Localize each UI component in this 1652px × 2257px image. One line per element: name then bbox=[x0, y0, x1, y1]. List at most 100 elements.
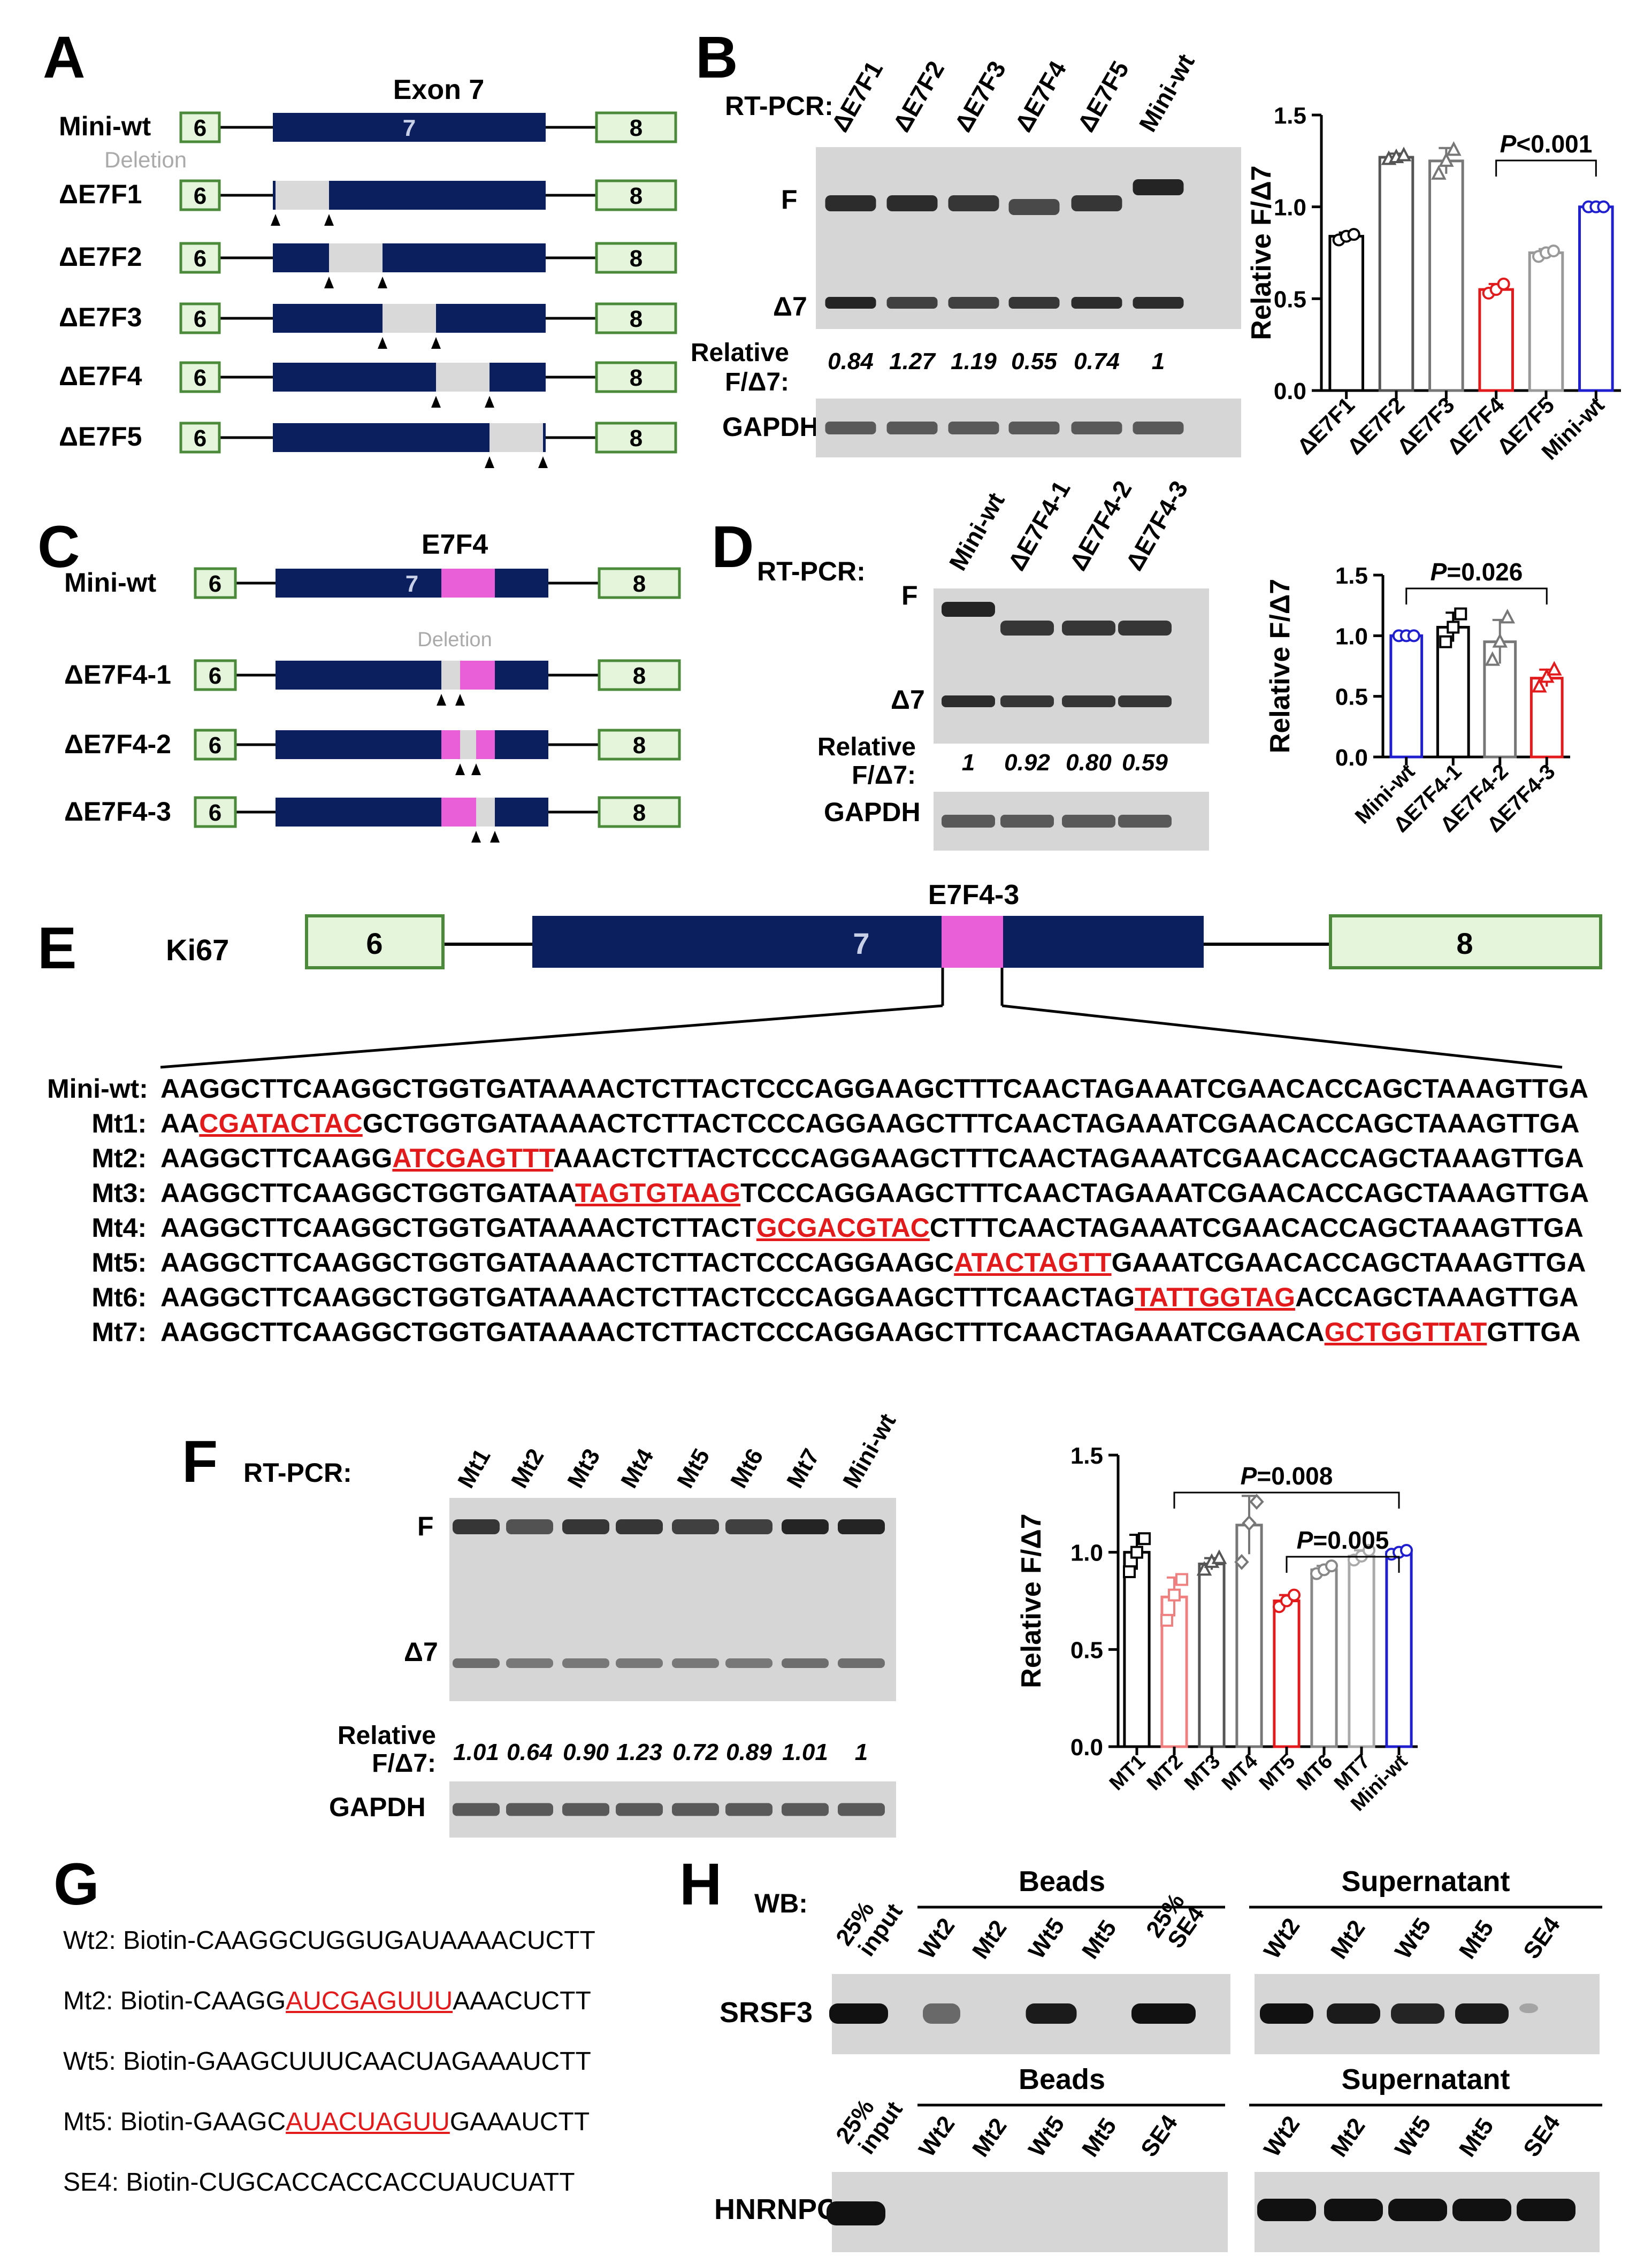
blot-lane-label: Wt2 bbox=[914, 1914, 960, 1964]
deletion-label: Deletion bbox=[104, 147, 187, 172]
bar bbox=[1378, 156, 1414, 392]
deletion-region bbox=[436, 363, 490, 392]
exon7-number: 7 bbox=[403, 115, 416, 141]
band-gapdh bbox=[1008, 422, 1060, 434]
p-symbol: P bbox=[1241, 1462, 1257, 1490]
deletion-marker-icon bbox=[485, 456, 494, 468]
data-point bbox=[1123, 1565, 1136, 1578]
data-point bbox=[1539, 668, 1555, 683]
band-skip bbox=[1000, 695, 1054, 707]
exon8-number: 8 bbox=[633, 571, 646, 597]
panel-e-ki67-diagram: Ki67 E7F4-3 6 7 8 bbox=[160, 879, 1602, 1069]
exon7-box bbox=[276, 798, 548, 827]
sequence-text: AAGGCTTCAAGGATCGAGTTTAAACTCTTACTCCCAGGAA… bbox=[154, 1142, 1584, 1174]
deletion-marker-icon bbox=[431, 337, 441, 349]
p-value-label: P<0.001 bbox=[1500, 130, 1593, 158]
band-skip bbox=[948, 297, 999, 309]
blot-lane-label: Wt5 bbox=[1023, 1914, 1069, 1964]
blot-lane-label: Wt5 bbox=[1390, 2111, 1436, 2162]
band-full bbox=[1118, 621, 1172, 636]
deletion-marker-icon bbox=[431, 396, 441, 408]
zoom-line-left bbox=[160, 1004, 943, 1069]
panel-label-h: H bbox=[679, 1851, 722, 1917]
bar bbox=[1328, 235, 1364, 392]
data-point bbox=[1492, 633, 1508, 648]
exon6-number: 6 bbox=[194, 115, 206, 141]
deletion-marker-icon bbox=[485, 396, 494, 408]
band-skip bbox=[725, 1658, 773, 1668]
probe-sequence: SE4: Biotin-CUGCACCACCACCUAUCUATT bbox=[63, 2168, 575, 2197]
probe-text: SE4: Biotin-CUGCACCACCACCUAUCUATT bbox=[63, 2168, 575, 2197]
sequence-row: Mt2: AAGGCTTCAAGGATCGAGTTTAAACTCTTACTCCC… bbox=[47, 1142, 1584, 1174]
band-skip bbox=[942, 695, 995, 707]
sequence-unchanged: AAGGCTTCAAGGCTGGTGATAA bbox=[154, 1178, 575, 1208]
exon6-number: 6 bbox=[194, 246, 206, 272]
srsf3-band bbox=[1260, 2003, 1313, 2024]
wb-label: WB: bbox=[754, 1888, 808, 1918]
sequence-unchanged: AAGGCTTCAAGG bbox=[154, 1143, 393, 1173]
deletion-region bbox=[329, 243, 383, 272]
exon8-number: 8 bbox=[630, 183, 643, 209]
band-d7-label-f: Δ7 bbox=[404, 1637, 438, 1667]
gapdh-label-d: GAPDH bbox=[824, 797, 921, 827]
deletion-marker-icon bbox=[471, 763, 481, 775]
y-tick-label: 0.5 bbox=[1335, 684, 1368, 710]
band-skip bbox=[1008, 297, 1060, 309]
significance-bracket bbox=[1286, 1556, 1400, 1573]
ratio-value: 1.23 bbox=[616, 1739, 662, 1765]
probe-text: Mt5: Biotin-GAAGC bbox=[63, 2108, 286, 2136]
y-axis-label: Relative F/Δ7 bbox=[1016, 1513, 1047, 1688]
sequence-row: Mt4: AAGGCTTCAAGGCTGGTGATAAAACTCTTACTGCG… bbox=[47, 1212, 1584, 1244]
sequence-unchanged: AAGGCTTCAAGGCTGGTGATAAAACTCTTACTCCCAGGAA… bbox=[154, 1317, 1325, 1347]
data-point bbox=[1160, 1613, 1173, 1627]
bar bbox=[1389, 634, 1424, 759]
band-full bbox=[1008, 199, 1060, 215]
data-point bbox=[1130, 1546, 1143, 1559]
band-full bbox=[825, 195, 876, 211]
band-gapdh bbox=[838, 1803, 885, 1816]
band-gapdh bbox=[942, 815, 995, 828]
exon6-box bbox=[194, 567, 237, 599]
x-tick-label: MT5 bbox=[1255, 1750, 1299, 1795]
blot-lane-label: Mt2 bbox=[967, 2114, 1012, 2162]
bar bbox=[1310, 1568, 1338, 1748]
bar bbox=[1478, 288, 1514, 392]
data-point bbox=[1396, 147, 1412, 162]
data-point bbox=[1138, 1532, 1151, 1546]
probe-sequence: Mt2: Biotin-CAAGGAUCGAGUUUAAACUCTT bbox=[63, 1986, 591, 2016]
lane-label: Mini-wt bbox=[838, 1409, 901, 1493]
panel-h-western-blot: WB: Beads Supernatant SRSF3 Beads Supern… bbox=[714, 1865, 1602, 2252]
p-symbol: P bbox=[1500, 130, 1517, 158]
data-point bbox=[1325, 1559, 1338, 1573]
band-full bbox=[616, 1519, 663, 1534]
exon7-box bbox=[276, 661, 548, 690]
data-point bbox=[1234, 1554, 1249, 1570]
lane-label: Mt3 bbox=[562, 1444, 605, 1493]
sequence-unchanged: AAGGCTTCAAGGCTGGTGATAAAACTCTTACTCCCAGGAA… bbox=[154, 1074, 1589, 1104]
bar bbox=[1578, 205, 1614, 392]
band-skip bbox=[886, 297, 938, 309]
exon6-box bbox=[179, 361, 221, 393]
exon8-box bbox=[595, 361, 677, 393]
sequence-label: Mini-wt: bbox=[47, 1074, 156, 1104]
lane-label: Mini-wt bbox=[1134, 49, 1200, 136]
exon6-box bbox=[179, 422, 221, 454]
panel-label-g: G bbox=[53, 1851, 100, 1917]
srsf3-label: SRSF3 bbox=[720, 1996, 813, 2029]
band-full bbox=[886, 195, 938, 211]
ratio-value: 0.92 bbox=[1004, 749, 1050, 776]
construct-label-a: Mini-wt bbox=[59, 111, 151, 141]
p-value-label: P=0.005 bbox=[1297, 1526, 1389, 1554]
ratio-value: 1.27 bbox=[889, 348, 936, 374]
ratio-value: 0.90 bbox=[563, 1739, 609, 1765]
y-tick-label: 1.5 bbox=[1070, 1443, 1103, 1469]
blot-lane-label: Wt5 bbox=[1023, 2111, 1069, 2162]
band-gapdh bbox=[1000, 815, 1054, 828]
probe-text: Mt2: Biotin-CAAGG bbox=[63, 1987, 286, 2015]
blot-lane-label: Wt2 bbox=[914, 2111, 960, 2162]
significance-bracket bbox=[1495, 159, 1597, 177]
significance-bracket bbox=[1173, 1491, 1400, 1509]
band-full bbox=[1062, 621, 1115, 636]
